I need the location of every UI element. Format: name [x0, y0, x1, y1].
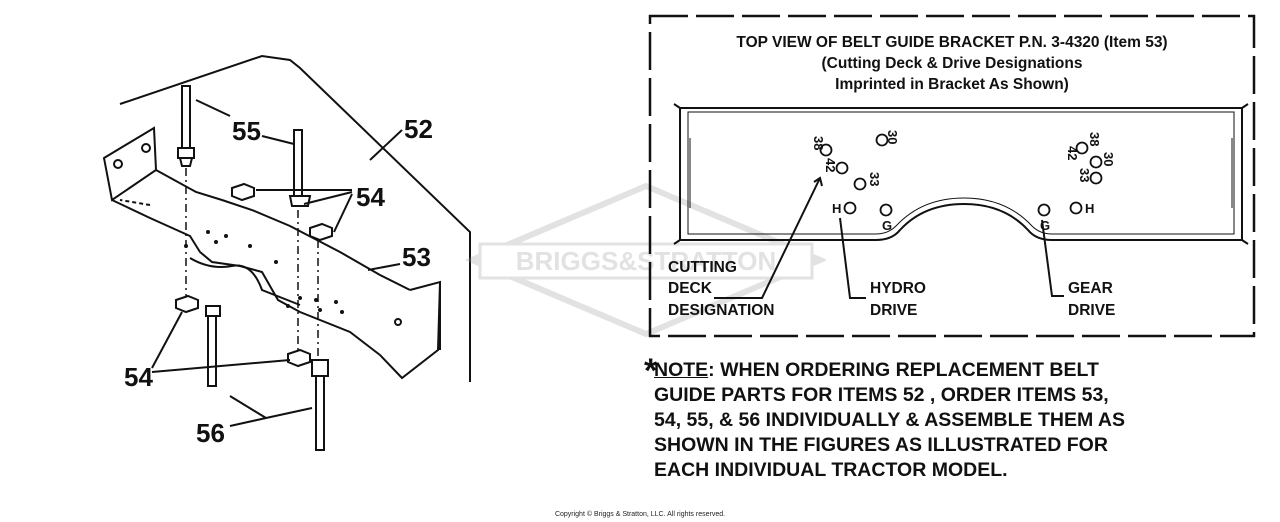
mark-left-g: G [882, 218, 892, 233]
panel-title-line-2: (Cutting Deck & Drive Designations [822, 55, 1083, 72]
exploded-view-diagram: 55 52 54 53 54 56 [102, 54, 471, 451]
note-line-5: EACH INDIVIDUAL TRACTOR MODEL. [654, 459, 1008, 481]
panel-leader-lines [714, 176, 1064, 299]
belt-guide-bracket [102, 126, 442, 380]
gear-drive-line-1: GEAR [1068, 280, 1113, 297]
mark-left-42: 42 [823, 158, 838, 172]
copyright-text: Copyright © Briggs & Stratton, LLC. All … [554, 511, 726, 518]
cutting-deck-line-2: DECK [668, 280, 713, 297]
left-holes [819, 133, 893, 217]
note-line-4: SHOWN IN THE FIGURES AS ILLUSTRATED FOR [654, 434, 1108, 456]
cutting-deck-line-3: DESIGNATION [668, 302, 775, 319]
mark-left-h: H [832, 201, 841, 216]
mark-right-38: 38 [1087, 132, 1102, 146]
hydro-drive-label: HYDRO DRIVE [870, 280, 926, 319]
assembly-lines [185, 168, 319, 360]
mark-left-33: 33 [867, 172, 882, 186]
gear-drive-line-2: DRIVE [1068, 302, 1115, 319]
mark-right-g: G [1040, 218, 1050, 233]
hydro-drive-line-1: HYDRO [870, 280, 926, 297]
note-line-1-text: : WHEN ORDERING REPLACEMENT BELT [708, 359, 1099, 381]
mark-right-h: H [1085, 201, 1094, 216]
callout-53: 53 [402, 242, 431, 272]
watermark-logo: BRIGGS&STRATTON [466, 182, 826, 338]
tray-holes [184, 230, 344, 314]
panel-title-line-1: TOP VIEW OF BELT GUIDE BRACKET P.N. 3-43… [736, 34, 1167, 51]
leader-lines [151, 99, 403, 427]
watermark-text: BRIGGS&STRATTON [516, 246, 776, 276]
stud-55 [177, 85, 303, 201]
bracket-top-view-panel: TOP VIEW OF BELT GUIDE BRACKET P.N. 3-43… [648, 14, 1256, 338]
nut-54 [175, 182, 333, 368]
callout-54-bottom: 54 [124, 362, 153, 392]
mark-left-38: 38 [811, 136, 826, 150]
callout-52: 52 [404, 114, 433, 144]
hydro-drive-line-2: DRIVE [870, 302, 917, 319]
mark-right-33: 33 [1077, 168, 1092, 182]
gear-drive-label: GEAR DRIVE [1068, 280, 1115, 319]
panel-title-line-3: Imprinted in Bracket As Shown) [835, 76, 1069, 93]
note-line-1: NOTE: WHEN ORDERING REPLACEMENT BELT [654, 358, 1264, 383]
frame-lines [119, 54, 471, 382]
callout-54-top: 54 [356, 182, 385, 212]
callout-55: 55 [232, 116, 261, 146]
mark-left-30: 30 [885, 130, 900, 144]
note-line-3: 54, 55, & 56 INDIVIDUALLY & ASSEMBLE THE… [654, 409, 1125, 431]
bracket-outline [673, 103, 1249, 245]
ordering-note: * NOTE: WHEN ORDERING REPLACEMENT BELT G… [644, 354, 1264, 483]
mark-right-30: 30 [1101, 152, 1116, 166]
cutting-deck-label: CUTTING DECK DESIGNATION [668, 259, 775, 319]
callout-56: 56 [196, 418, 225, 448]
note-line-2: GUIDE PARTS FOR ITEMS 52 , ORDER ITEMS 5… [654, 384, 1109, 406]
cutting-deck-line-1: CUTTING [668, 259, 737, 276]
mark-right-42: 42 [1065, 146, 1080, 160]
note-prefix: NOTE [654, 359, 709, 381]
stud-56 [205, 305, 329, 451]
note-asterisk: * [644, 352, 658, 390]
right-holes [1037, 141, 1103, 217]
